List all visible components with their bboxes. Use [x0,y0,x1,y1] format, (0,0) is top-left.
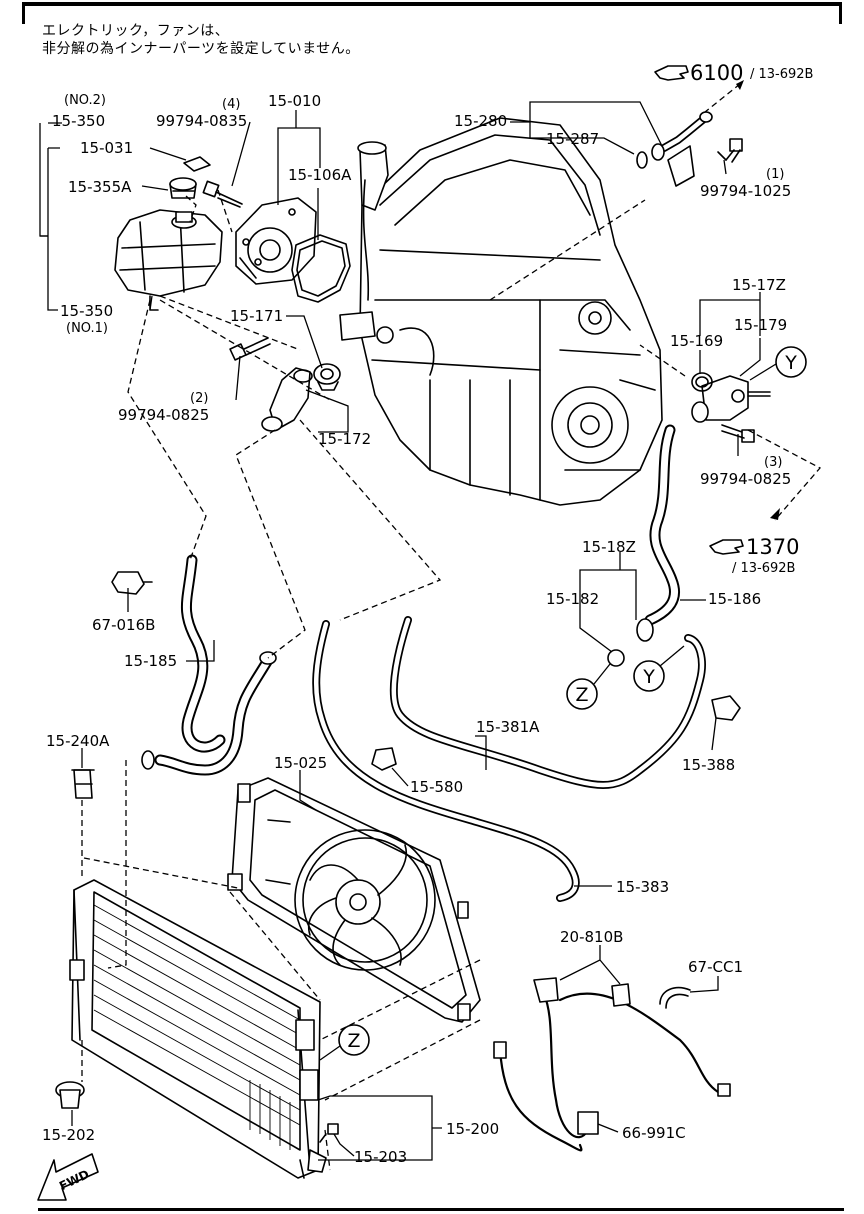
frame-left-tick [22,2,25,24]
thermostat-15-171 [313,363,341,391]
note-line-1: エレクトリック，ファンは、 [42,23,230,39]
label-99794-0825-a: 99794-0825 [118,406,209,424]
label-15-185: 15-185 [124,652,177,670]
callout-y-upper-text: Y [784,352,797,374]
pointing-hand-icon [654,65,689,81]
bushing-15-202 [55,1081,85,1109]
label-99794-0835: 99794-0835 [156,112,247,130]
label-15-106a: 15-106A [288,166,352,184]
pipe-15-381a [389,616,706,789]
ref-1370[interactable]: 1370 / 13-692B [709,508,799,576]
ref-1370-number: 1370 [746,535,799,559]
label-15-010: 15-010 [268,92,321,110]
label-15-203: 15-203 [354,1148,407,1166]
callout-z-middle-text: Z [575,684,588,706]
label-15-202: 15-202 [42,1126,95,1144]
label-67-cc1: 67-CC1 [688,958,743,976]
frame-top-border [22,2,842,6]
gasket-15-106a [291,234,351,303]
label-15-280: 15-280 [454,112,507,130]
bolt-99794-1025 [717,138,743,163]
clip-67-016b [111,571,153,595]
callout-y-lower-text: Y [642,666,655,688]
label-15-169: 15-169 [670,332,723,350]
ref-1370-sub: / 13-692B [732,561,795,576]
frame-bottom-border [38,1208,844,1211]
o-ring-15-287 [636,151,648,169]
label-qty-1: (1) [766,167,784,182]
label-15-287: 15-287 [546,130,599,148]
arrow-head-icon [770,508,780,520]
cap-15-355a [169,177,197,199]
dashed-lines [81,189,822,1171]
o-ring-15-169 [691,372,713,392]
label-15-025: 15-025 [274,754,327,772]
label-15-18z: 15-18Z [582,538,636,556]
bolt-99794-0825a [229,337,271,361]
part-labels: (NO.2) 15-350 15-031 15-355A 15-350 (NO.… [42,92,791,1166]
label-15-200: 15-200 [446,1120,499,1138]
callout-z-lower-text: Z [347,1030,360,1052]
note-line-2: 非分解の為インナーパーツを設定していません。 [42,41,360,57]
arrow-head-icon [736,80,744,90]
hose-15-186 [644,424,680,626]
label-15-179: 15-179 [734,316,787,334]
label-15-186: 15-186 [708,590,761,608]
clamp-15-182 [607,618,654,667]
ref-6100-number: 6100 [690,61,743,85]
label-15-172: 15-172 [318,430,371,448]
label-15-355a: 15-355A [68,178,132,196]
label-15-580: 15-580 [410,778,463,796]
callout-y-lower: Y [633,645,685,692]
clip-15-388 [711,695,741,721]
label-15-171: 15-171 [230,307,283,325]
label-15-031: 15-031 [80,139,133,157]
pipe-15-383 [312,620,580,902]
callout-y-upper: Y [749,346,807,381]
label-20-810b: 20-810B [560,928,623,946]
clip-15-580 [371,747,397,771]
label-15-350-top: 15-350 [52,112,105,130]
label-66-991c: 66-991C [622,1124,686,1142]
leader-lines [39,101,761,1161]
ref-6100-sub: / 13-692B [750,67,813,82]
label-15-031 [183,156,211,172]
bushing-15-240a [71,769,95,799]
water-pump [235,197,317,285]
label-15-381a: 15-381A [476,718,540,736]
pointing-hand-icon [709,539,744,555]
label-99794-0825-b: 99794-0825 [700,470,791,488]
hose-15-185 [141,554,277,776]
label-99794-1025: 99794-1025 [700,182,791,200]
thermostat-housing-15-172 [261,367,313,432]
clip-67-cc1 [659,986,691,1009]
ref-6100[interactable]: 6100 / 13-692B [654,61,813,113]
pipe-15-280 [651,111,713,187]
frame-right-tick [839,2,842,24]
wiring-harness [493,977,731,1152]
label-15-350-bottom: 15-350 [60,302,113,320]
callout-z-middle: Z [566,663,611,710]
callout-z-lower: Z [319,1024,370,1061]
fitting-15-179 [691,375,771,423]
label-no2: (NO.2) [64,93,106,108]
label-qty-2: (2) [190,391,208,406]
label-15-388: 15-388 [682,756,735,774]
label-15-17z: 15-17Z [732,276,786,294]
label-15-182: 15-182 [546,590,599,608]
label-15-240a: 15-240A [46,732,110,750]
fwd-arrow: FWD [37,1153,99,1201]
label-15-383: 15-383 [616,878,669,896]
label-no1: (NO.1) [66,321,108,336]
expansion-tank [114,209,223,311]
label-qty-4: (4) [222,97,240,112]
label-67-016b: 67-016B [92,616,155,634]
fan-shroud [227,777,481,1023]
engine-block [339,117,663,506]
radiator [69,879,327,1179]
screw-15-203 [319,1123,339,1143]
label-qty-3: (3) [764,455,782,470]
